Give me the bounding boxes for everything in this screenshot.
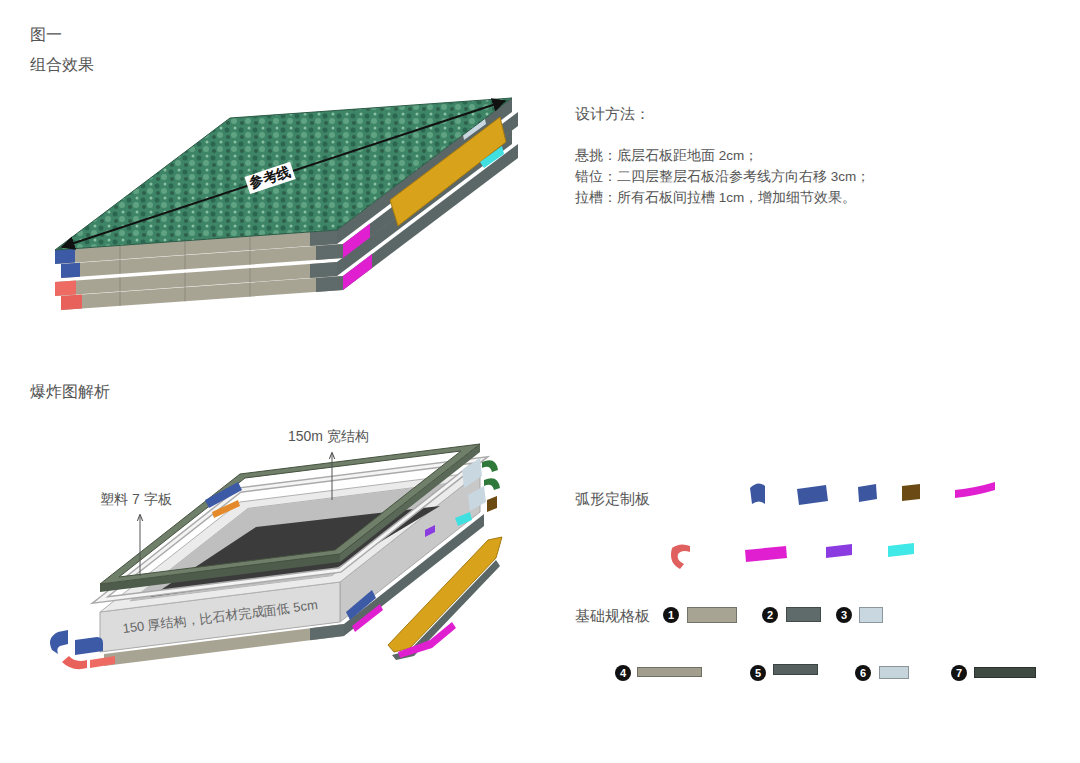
exploded-pieces	[50, 458, 502, 669]
section-heading: 爆炸图解析	[30, 382, 110, 402]
arc-piece	[480, 146, 504, 168]
callout-number: 6	[855, 665, 871, 681]
method-note: 拉槽：所有石板间拉槽 1cm，增加细节效果。	[575, 190, 856, 207]
leader-arrow	[140, 515, 141, 576]
section-heading: 组合效果	[30, 55, 94, 75]
legend-swatch	[879, 666, 909, 679]
callout-number: 1	[663, 607, 679, 623]
legend-swatch	[637, 667, 702, 677]
callout-number: 2	[762, 607, 778, 623]
legend-swatch	[974, 667, 1036, 678]
plastic-7-board	[100, 444, 480, 592]
arc-board-samples	[671, 482, 995, 569]
legend-swatch	[786, 607, 821, 622]
callout-number: 5	[750, 665, 766, 681]
part-label: 150m 宽结构	[288, 428, 369, 446]
callout-number: 3	[836, 607, 852, 623]
figure-title: 图一	[30, 25, 62, 45]
green-top	[55, 98, 512, 250]
assembled-stack	[55, 98, 518, 310]
leader-arrow	[332, 453, 333, 500]
method-heading: 设计方法：	[575, 105, 650, 124]
part-label: 塑料 7 字板	[100, 491, 172, 509]
stone-joint	[120, 236, 250, 306]
group-heading: 基础规格板	[575, 607, 650, 626]
callout-number: 4	[615, 665, 631, 681]
legend-swatch	[859, 607, 883, 623]
legend-swatch	[773, 664, 818, 675]
group-heading: 弧形定制板	[575, 490, 650, 509]
reference-line	[62, 101, 505, 247]
legend-swatch	[687, 607, 737, 623]
method-note: 悬挑：底层石板距地面 2cm；	[575, 148, 758, 165]
callout-number: 7	[951, 665, 967, 681]
stone-layer	[55, 98, 512, 264]
method-note: 错位：二四层整层石板沿参考线方向右移 3cm；	[575, 169, 870, 186]
